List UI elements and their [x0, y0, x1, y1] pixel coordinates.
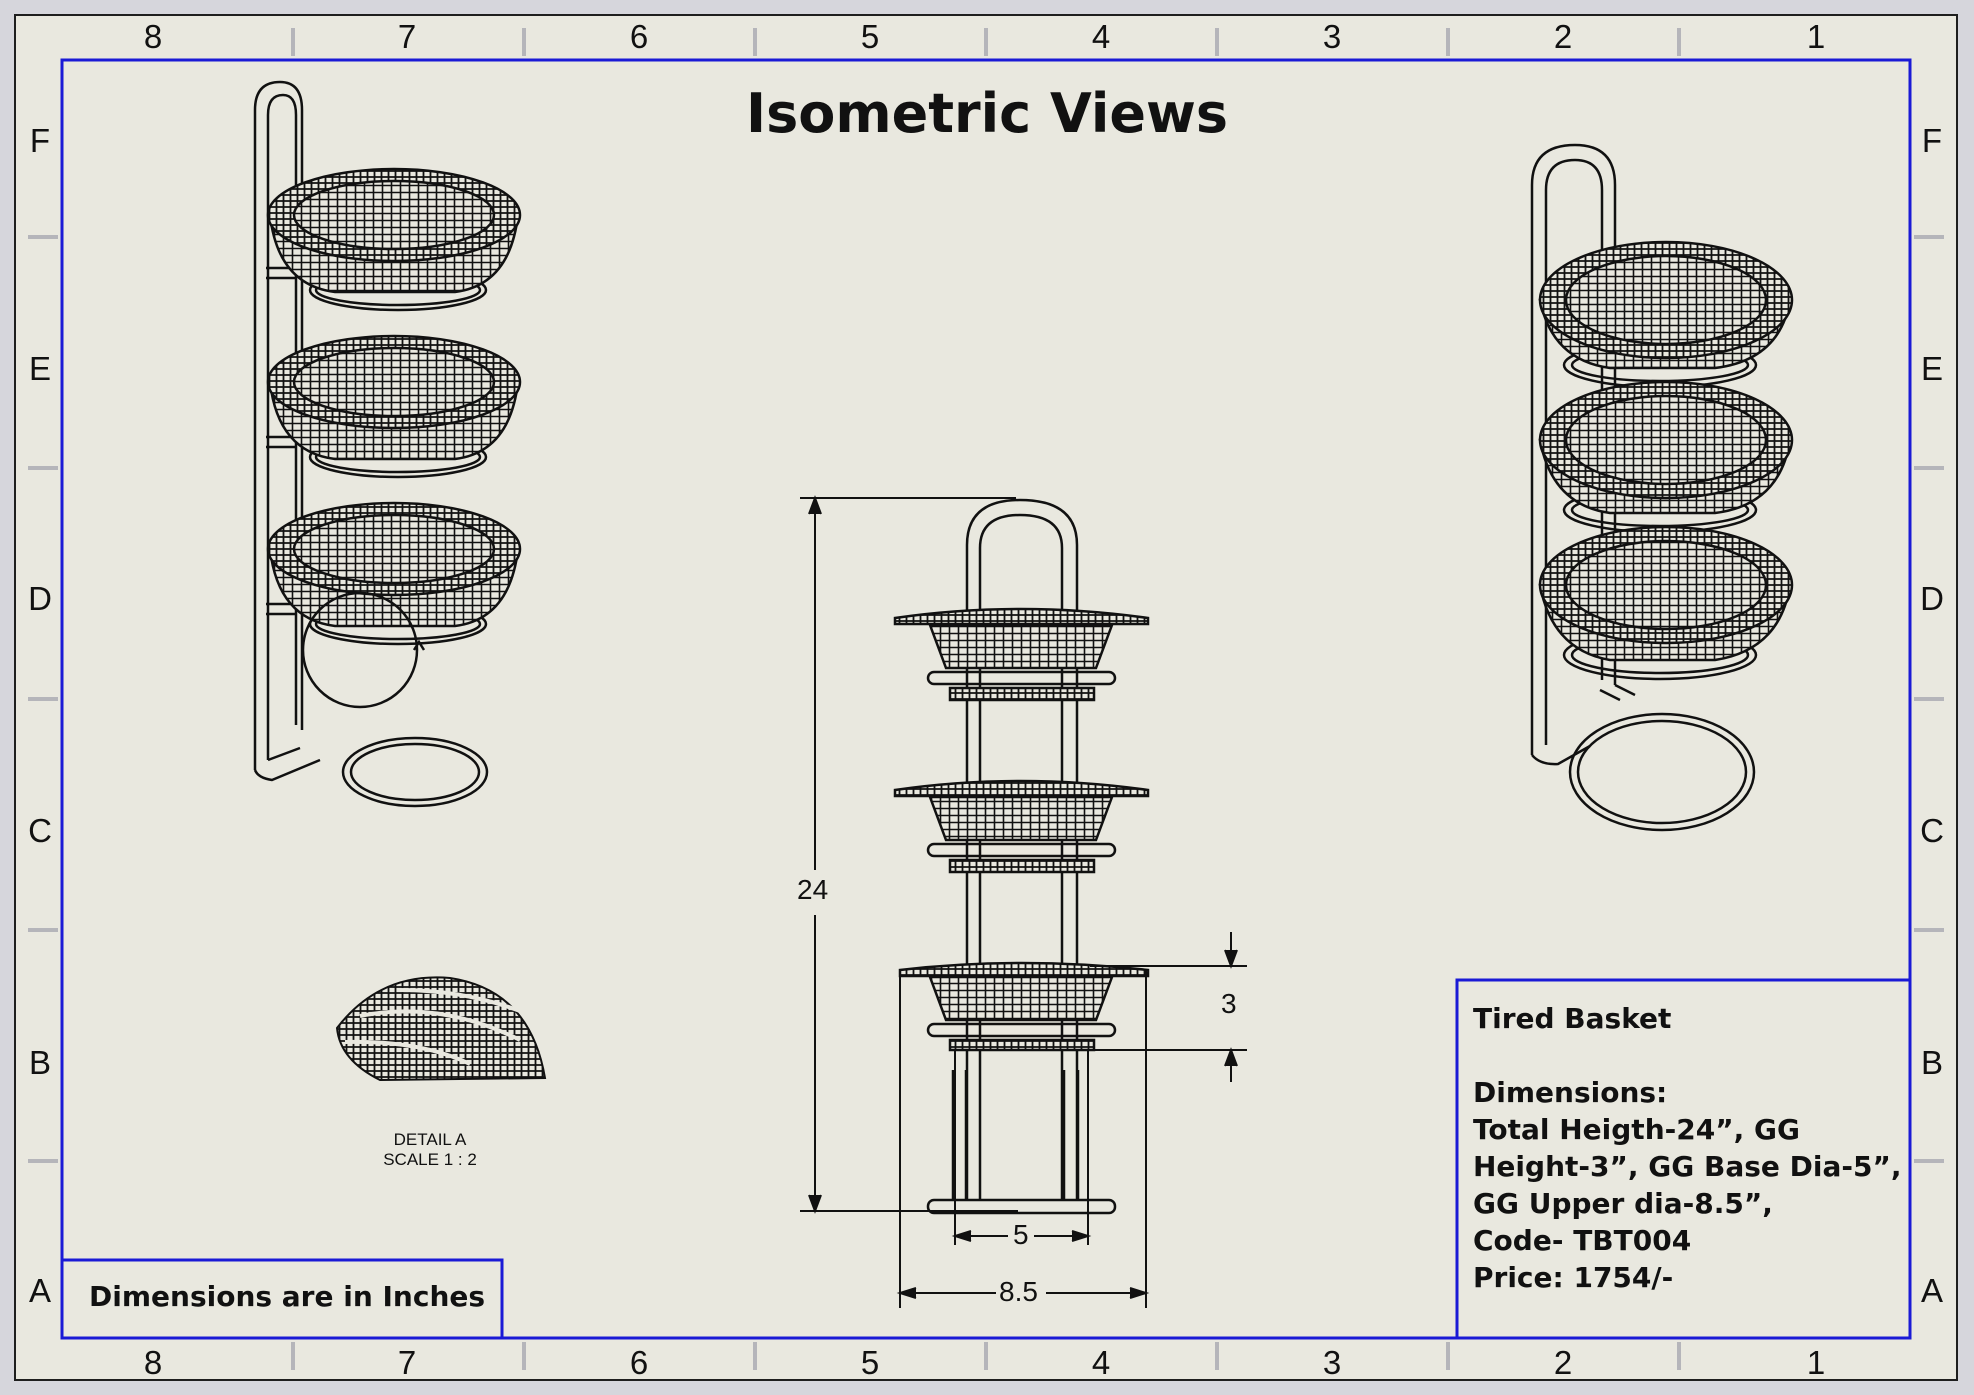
zone-ticks	[28, 28, 1944, 1370]
detail-a-view	[335, 976, 547, 1082]
zone-col-bottom-2: 2	[1553, 1344, 1573, 1381]
zone-row-right-e: E	[1920, 350, 1943, 387]
dim-total-height: 24	[797, 874, 829, 905]
zone-col-bottom-7: 7	[397, 1344, 417, 1381]
info-block: Tired Basket Dimensions: Total Heigth-24…	[1473, 1000, 1903, 1296]
zone-col-top-1: 1	[1806, 18, 1826, 55]
zone-row-left-b: B	[28, 1044, 51, 1081]
product-name: Tired Basket	[1473, 1002, 1672, 1035]
dimensions-heading: Dimensions:	[1473, 1076, 1668, 1109]
zone-col-bottom-1: 1	[1806, 1344, 1826, 1381]
zone-col-top-4: 4	[1091, 18, 1111, 55]
zone-row-right-d: D	[1920, 580, 1944, 617]
zone-row-left-a: A	[28, 1272, 51, 1309]
units-note-box	[62, 1258, 504, 1338]
zone-col-bottom-3: 3	[1322, 1344, 1342, 1381]
zone-row-left-f: F	[29, 122, 51, 159]
zone-col-bottom-8: 8	[143, 1344, 163, 1381]
dimension-lines	[800, 495, 1247, 1308]
zone-row-right-f: F	[1921, 122, 1943, 159]
dim-basket-height: 3	[1221, 988, 1237, 1019]
zone-row-right-b: B	[1920, 1044, 1943, 1081]
front-view	[893, 498, 1150, 1215]
front-basket-middle	[893, 779, 1150, 874]
zone-row-right-c: C	[1920, 812, 1944, 849]
page-title: Isometric Views	[746, 82, 1228, 145]
zone-row-left-c: C	[28, 812, 52, 849]
zone-col-top-8: 8	[143, 18, 163, 55]
zone-col-bottom-5: 5	[860, 1344, 880, 1381]
zone-col-top-2: 2	[1553, 18, 1573, 55]
detail-name: DETAIL A	[393, 1130, 467, 1149]
inner-border	[60, 58, 1912, 1340]
zone-col-top-7: 7	[397, 18, 417, 55]
zone-col-top-5: 5	[860, 18, 880, 55]
dim-base-dia: 5	[1013, 1219, 1029, 1250]
zone-row-right-a: A	[1920, 1272, 1943, 1309]
zone-col-top-6: 6	[629, 18, 649, 55]
zone-row-left-e: E	[28, 350, 51, 387]
zone-col-bottom-4: 4	[1091, 1344, 1111, 1381]
zone-row-left-d: D	[28, 580, 52, 617]
info-block-box	[1455, 978, 1910, 1338]
front-basket-bottom	[898, 961, 1150, 1052]
detail-scale: SCALE 1 : 2	[383, 1150, 477, 1169]
units-note: Dimensions are in Inches	[89, 1280, 486, 1313]
detail-caption: DETAIL A SCALE 1 : 2	[360, 1130, 500, 1170]
zone-col-bottom-6: 6	[629, 1344, 649, 1381]
front-basket-top	[893, 607, 1150, 702]
product-price: Price: 1754/-	[1473, 1261, 1674, 1294]
product-code: Code- TBT004	[1473, 1224, 1692, 1257]
dim-upper-dia: 8.5	[999, 1276, 1038, 1307]
right-isometric-view	[1530, 143, 1794, 832]
dimensions-text: Total Heigth-24”, GG Height-3”, GG Base …	[1473, 1113, 1902, 1220]
left-isometric-view	[253, 80, 522, 808]
zone-col-top-3: 3	[1322, 18, 1342, 55]
